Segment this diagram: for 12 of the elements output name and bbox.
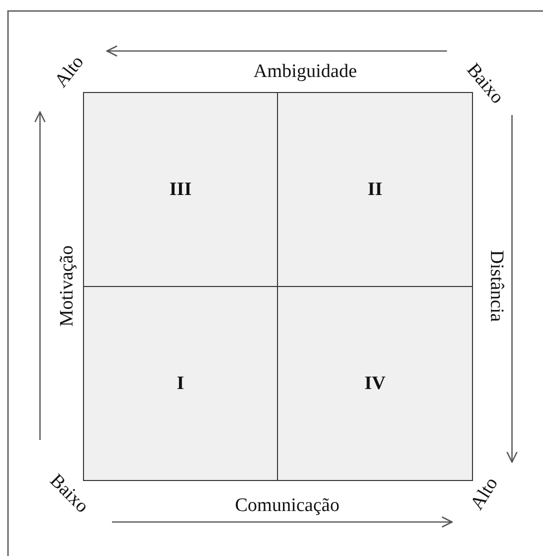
axis-title: Comunicação xyxy=(235,495,340,517)
axis-title: Motivação xyxy=(56,245,78,327)
quadrant-number: IV xyxy=(364,372,386,394)
quadrant-box xyxy=(83,92,278,287)
quadrant-number: III xyxy=(169,178,192,200)
quadrant-number: II xyxy=(368,178,382,200)
scale-end-label: Alto xyxy=(466,474,504,514)
axis-title: Distância xyxy=(484,250,507,322)
axis-title: Ambiguidade xyxy=(254,61,357,83)
quadrant-number: I xyxy=(176,372,184,394)
scale-end-label: Alto xyxy=(50,52,89,92)
quadrant-box xyxy=(277,286,473,481)
